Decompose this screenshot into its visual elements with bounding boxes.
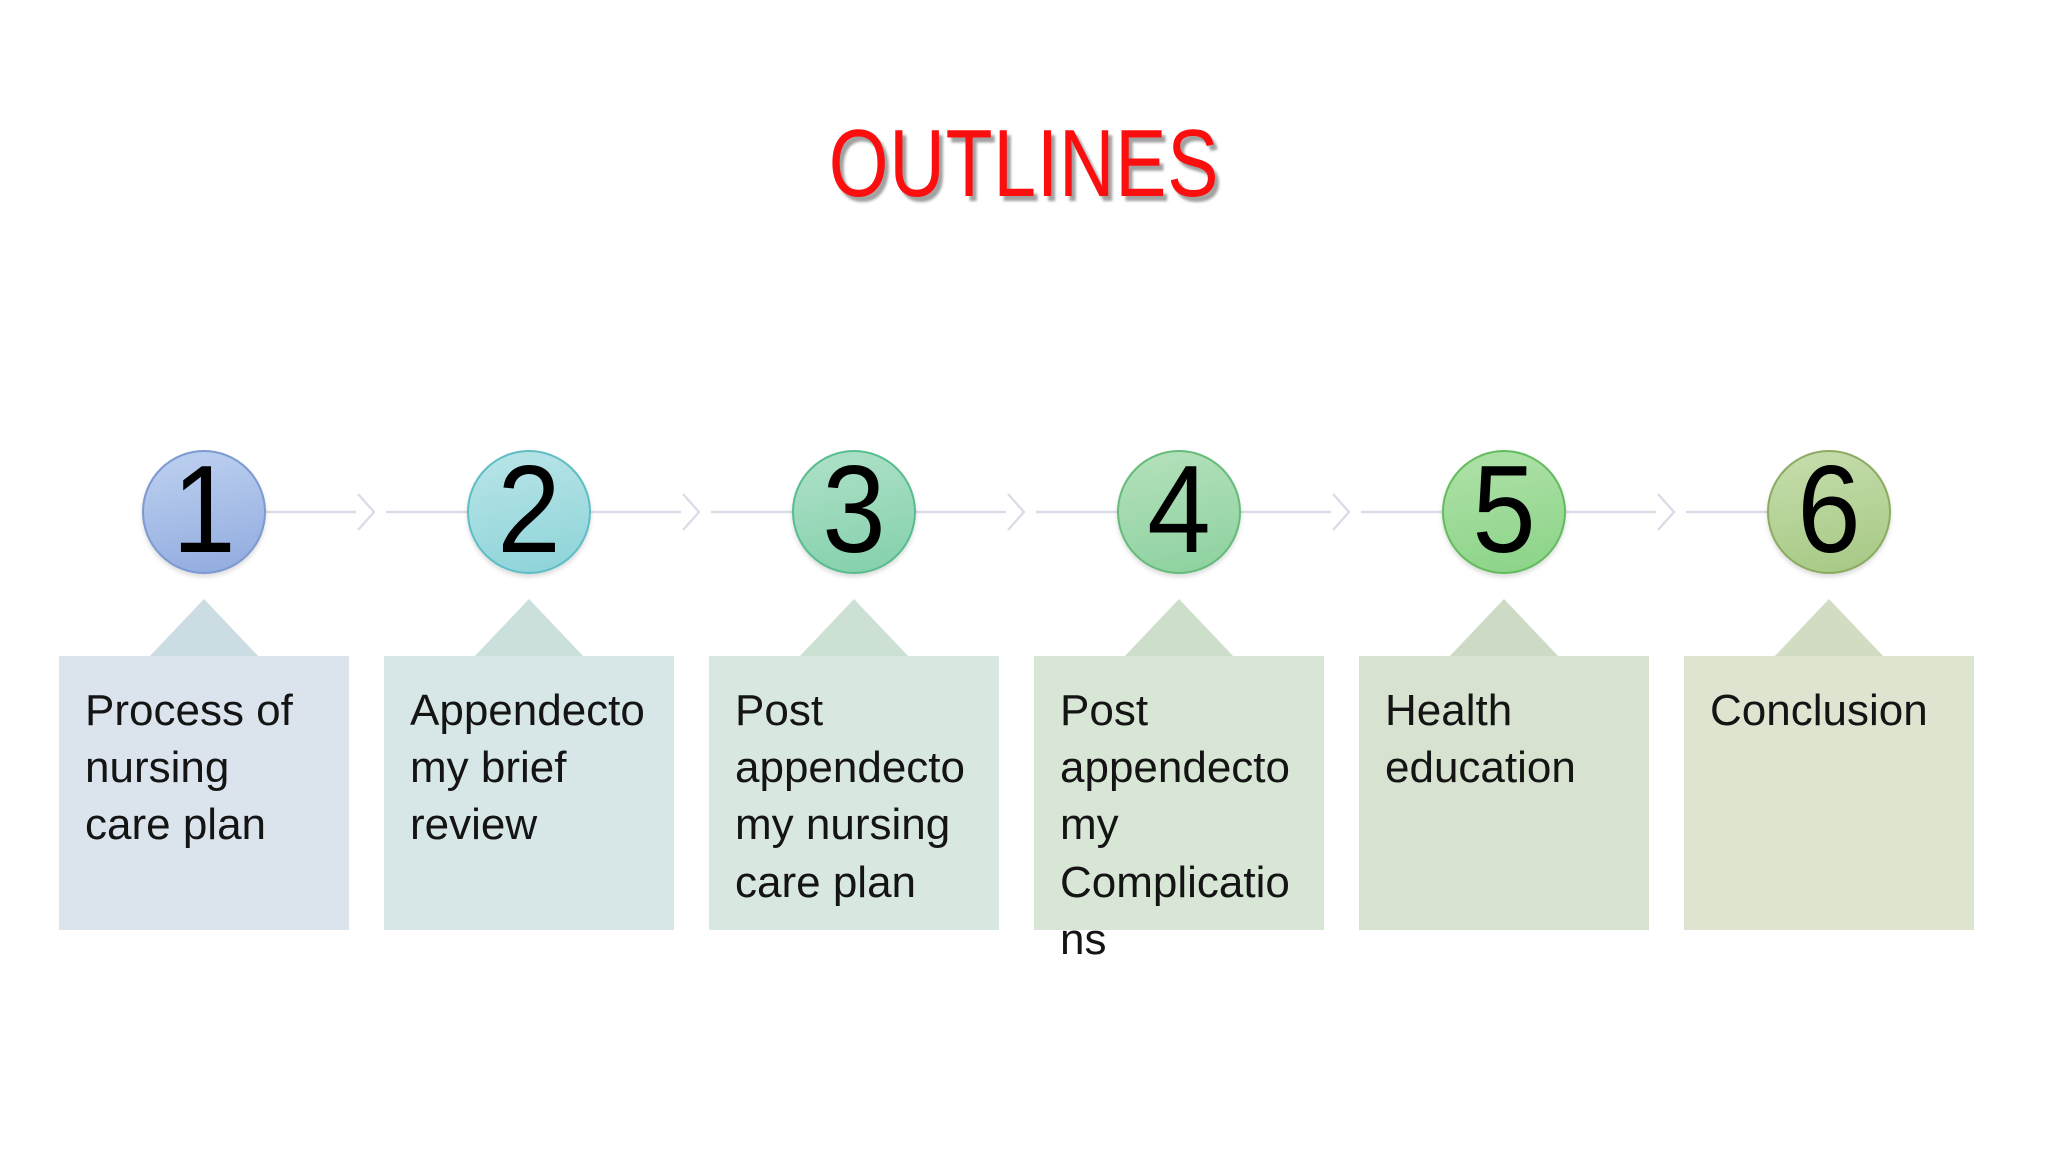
step-3-circle: 3: [792, 441, 916, 579]
step-3-box: Post appendectomy nursing care plan: [709, 656, 999, 930]
slide-header: OUTLINES: [0, 116, 2048, 212]
slide-title: OUTLINES: [828, 110, 1220, 217]
step-column-5: 5 Health education: [1359, 0, 1649, 1152]
step-4-circle: 4: [1117, 441, 1241, 579]
step-4-box: Post appendectomy Complications: [1034, 656, 1324, 964]
chevron-right-icon: [682, 493, 701, 531]
chevron-right-icon: [1332, 493, 1351, 531]
step-5-circle: 5: [1442, 441, 1566, 579]
step-1-number: 1: [172, 441, 236, 579]
step-2-label: Appendectomy brief review: [410, 686, 645, 850]
step-column-3: 3 Post appendectomy nursing care plan: [709, 0, 999, 1152]
step-6-circle: 6: [1767, 441, 1891, 579]
step-4-pointer-triangle: [1123, 599, 1235, 658]
step-1-pointer-triangle: [148, 599, 260, 658]
step-2-number: 2: [497, 441, 561, 579]
step-column-4: 4 Post appendectomy Complications: [1034, 0, 1324, 1152]
chevron-right-icon: [1007, 493, 1026, 531]
step-6-pointer-triangle: [1773, 599, 1885, 658]
step-5-label: Health education: [1385, 686, 1576, 793]
step-5-box: Health education: [1359, 656, 1649, 930]
step-column-2: 2 Appendectomy brief review: [384, 0, 674, 1152]
step-2-circle: 2: [467, 441, 591, 579]
step-column-6: 6 Conclusion: [1684, 0, 1974, 1152]
step-5-number: 5: [1472, 441, 1536, 579]
step-3-label: Post appendectomy nursing care plan: [735, 686, 965, 907]
step-3-pointer-triangle: [798, 599, 910, 658]
step-5-pointer-triangle: [1448, 599, 1560, 658]
step-6-box: Conclusion: [1684, 656, 1974, 930]
chevron-right-icon: [357, 493, 376, 531]
step-2-box: Appendectomy brief review: [384, 656, 674, 930]
step-column-1: 1 Process of nursing care plan: [59, 0, 349, 1152]
step-4-number: 4: [1147, 441, 1211, 579]
step-2-pointer-triangle: [473, 599, 585, 658]
step-1-label: Process of nursing care plan: [85, 686, 293, 850]
step-6-number: 6: [1797, 441, 1861, 579]
chevron-right-icon: [1657, 493, 1676, 531]
step-1-box: Process of nursing care plan: [59, 656, 349, 930]
step-6-label: Conclusion: [1710, 686, 1928, 735]
step-4-label: Post appendectomy Complications: [1060, 686, 1290, 964]
step-1-circle: 1: [142, 441, 266, 579]
step-3-number: 3: [822, 441, 886, 579]
